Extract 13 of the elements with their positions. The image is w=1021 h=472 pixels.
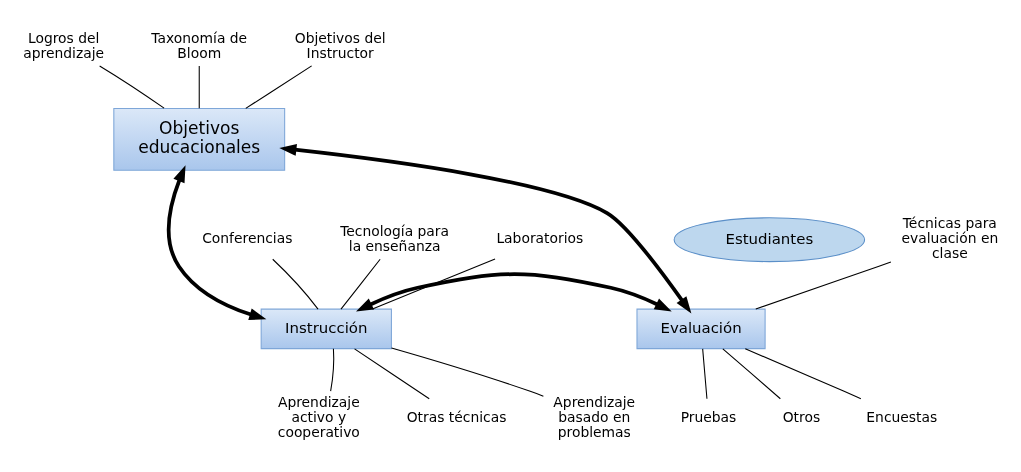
- node-text: Aprendizaje activo y cooperativo: [277, 393, 360, 440]
- node-text: Pruebas: [680, 408, 736, 425]
- node-text: Conferencias: [201, 230, 292, 247]
- node-text: Objetivos del Instructor: [294, 29, 386, 61]
- node-text: Laboratorios: [495, 230, 583, 247]
- node-text: Aprendizaje basado en problemas: [552, 393, 635, 440]
- node-text: Taxonomía de Bloom: [150, 29, 247, 61]
- node-text: Encuestas: [865, 408, 937, 425]
- node-text: Tecnología para la enseñanza: [339, 222, 449, 254]
- node-text: Logros del aprendizaje: [22, 29, 104, 61]
- node-text: Otros: [782, 408, 820, 425]
- node-text: Técnicas para evaluación en clase: [900, 215, 998, 262]
- node-text: Otras técnicas: [406, 408, 506, 425]
